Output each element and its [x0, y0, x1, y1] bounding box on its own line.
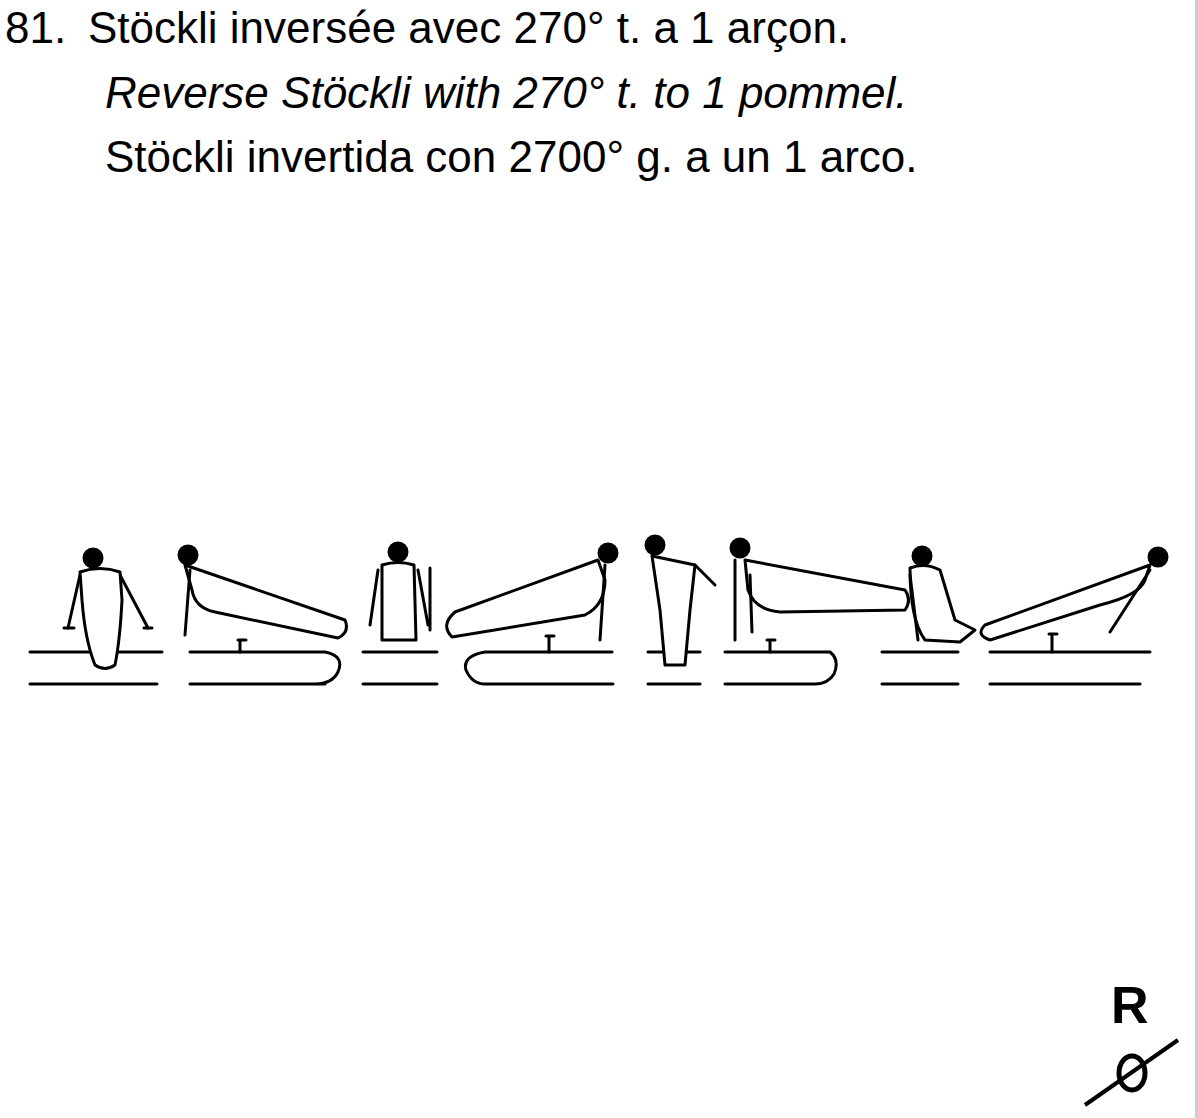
english-name: Reverse Stöckli with 270° t. to 1 pommel… — [105, 71, 908, 115]
item-number: 81. — [5, 6, 66, 50]
value-symbol — [1085, 1040, 1178, 1105]
french-name: Stöckli inversée avec 270° t. a 1 arçon. — [88, 6, 849, 50]
pommel-horse — [30, 634, 1150, 684]
spanish-name: Stöckli invertida con 2700° g. a un 1 ar… — [105, 135, 918, 179]
page-edge — [1195, 0, 1198, 1118]
difficulty-letter: R — [1111, 979, 1149, 1031]
gymnast-figures — [64, 536, 1167, 669]
